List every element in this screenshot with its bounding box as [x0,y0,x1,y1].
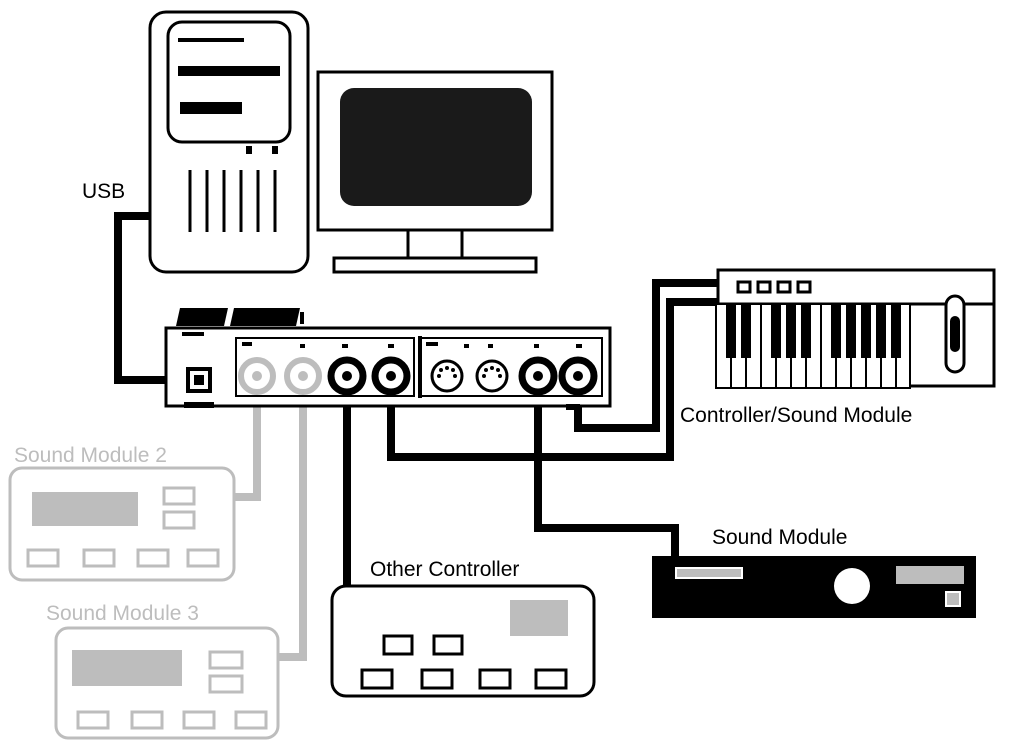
cables [114,212,720,661]
usb-cable [114,212,188,384]
sound-module-rack [652,556,976,618]
controller-keyboard [715,268,996,389]
cable-sound-module [534,376,679,556]
computer-tower [148,10,310,274]
cable-controller-1 [387,298,720,461]
midi-interface [164,308,612,410]
midi-port-3 [327,356,367,396]
sound-module-label: Sound Module [712,526,847,549]
other-controller [330,584,596,698]
sound-module-3-label: Sound Module 3 [46,602,199,625]
midi-port-2 [284,357,322,395]
sound-module-3 [54,626,280,740]
midi-port-1 [238,357,276,395]
computer-monitor [316,70,554,274]
sound-module-2-label: Sound Module 2 [14,444,167,467]
usb-label: USB [82,180,125,203]
midi-port-6 [475,359,509,393]
sound-module-2 [8,466,236,582]
midi-port-5 [430,359,464,393]
cable-sound-module-3 [278,376,307,661]
other-controller-label: Other Controller [370,558,519,581]
midi-port-8 [558,356,598,396]
midi-port-4 [371,356,411,396]
cable-sound-module-2 [234,376,261,501]
midisport-logo [176,308,304,326]
controller-sound-module-label: Controller/Sound Module [680,404,912,427]
cable-controller-2 [574,279,720,432]
midi-port-7 [518,356,558,396]
